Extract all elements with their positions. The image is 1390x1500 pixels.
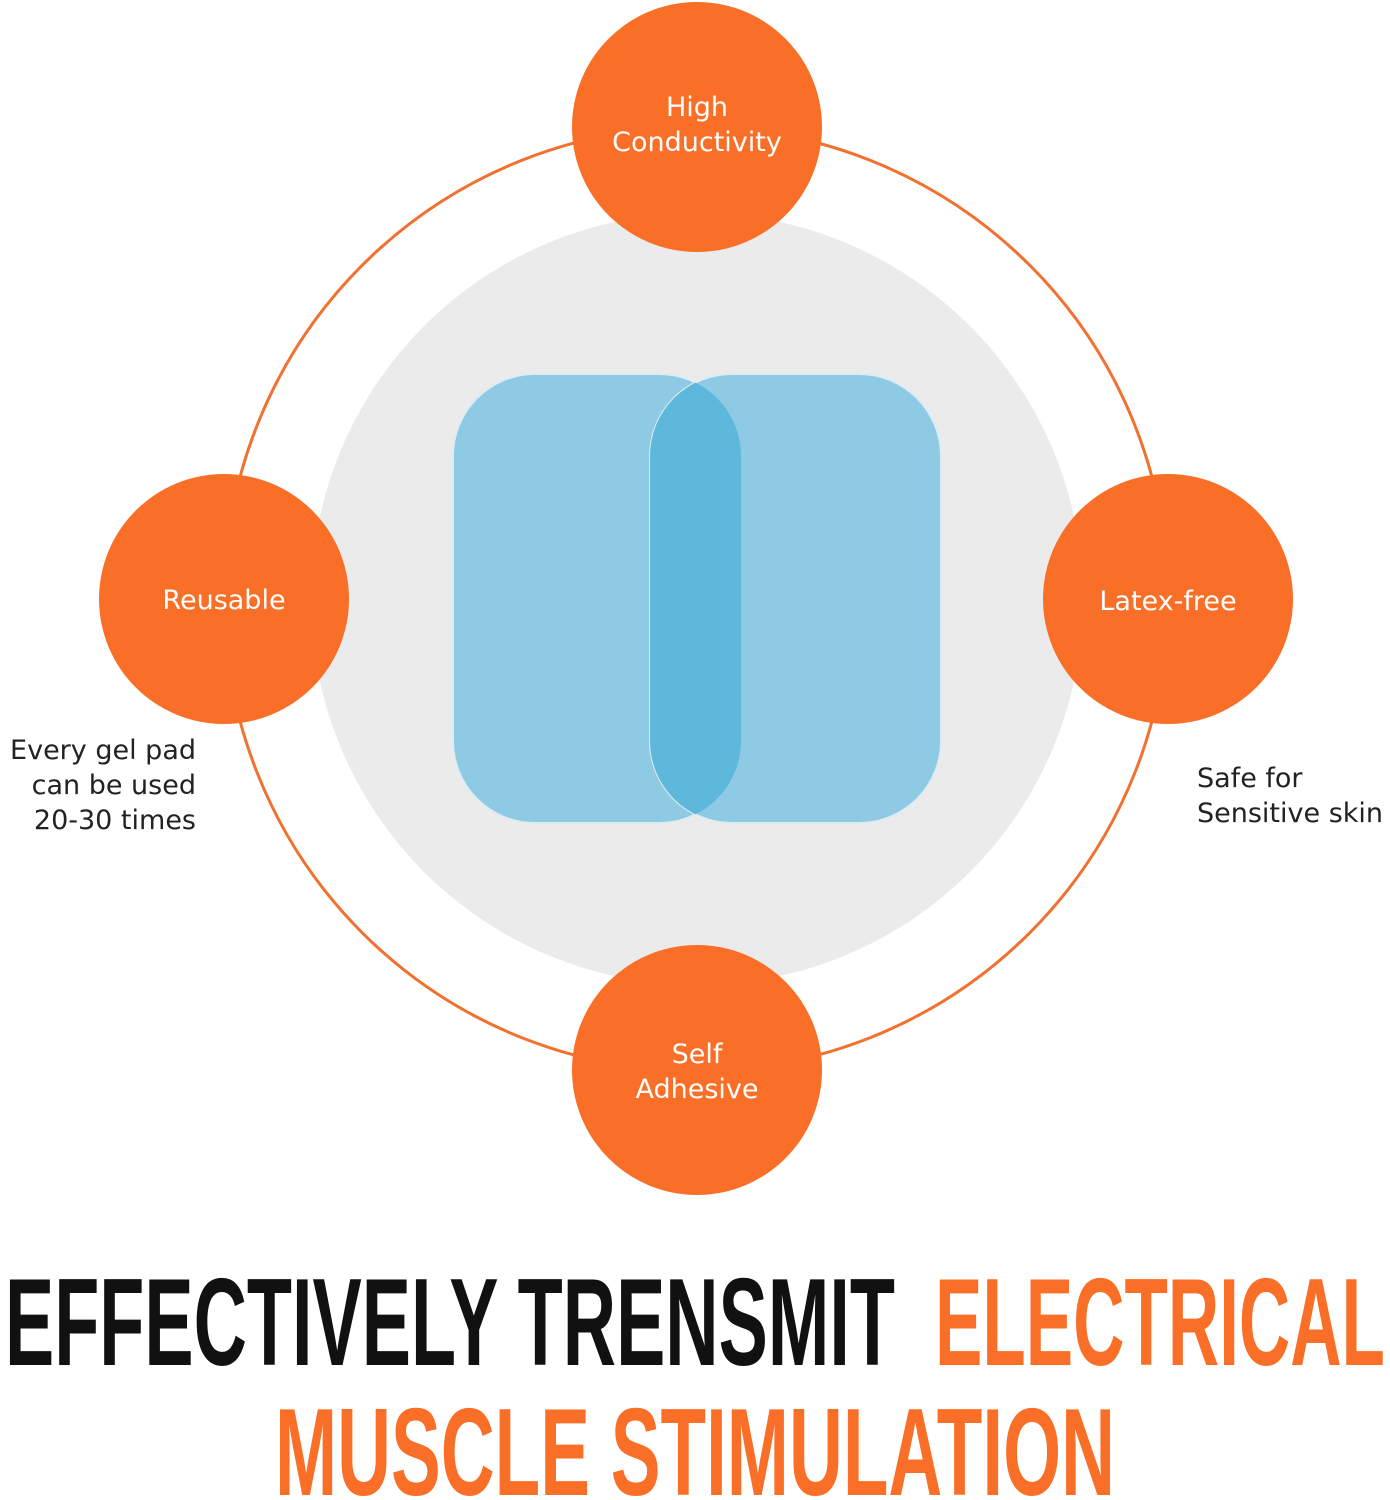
note-line: can be used: [32, 770, 196, 801]
note-line: 20-30 times: [34, 805, 196, 836]
feature-label: Adhesive: [635, 1074, 758, 1105]
feature-label: Conductivity: [612, 127, 782, 158]
gel-pad-overlap: [650, 374, 741, 823]
feature-high-conductivity: High Conductivity: [572, 2, 822, 252]
feature-label: Latex-free: [1099, 586, 1236, 617]
headline-orange: ELECTRICAL: [935, 1255, 1385, 1392]
feature-badge: [572, 945, 822, 1195]
feature-badge: [99, 474, 349, 724]
headline: EFFECTIVELY TRENSMIT ELECTRICAL MUSCLE S…: [5, 1253, 1385, 1500]
feature-label: Self: [672, 1039, 724, 1070]
note-line: Safe for: [1197, 763, 1303, 794]
note-line: Every gel pad: [10, 735, 196, 766]
headline-black: EFFECTIVELY TRENSMIT: [5, 1253, 895, 1392]
feature-self-adhesive: Self Adhesive: [572, 945, 822, 1195]
feature-badge: [1043, 474, 1293, 724]
feature-reusable: Reusable: [99, 474, 349, 724]
headline-orange-line2: MUSCLE STIMULATION: [275, 1382, 1115, 1500]
feature-label: High: [666, 92, 728, 123]
note-latex-free: Safe for Sensitive skin: [1197, 763, 1383, 829]
feature-label: Reusable: [162, 585, 285, 616]
gel-pads-image: [452, 373, 942, 824]
note-line: Sensitive skin: [1197, 798, 1383, 829]
note-reusable: Every gel pad can be used 20-30 times: [10, 735, 196, 836]
feature-latex-free: Latex-free: [1043, 474, 1293, 724]
feature-badge: [572, 2, 822, 252]
